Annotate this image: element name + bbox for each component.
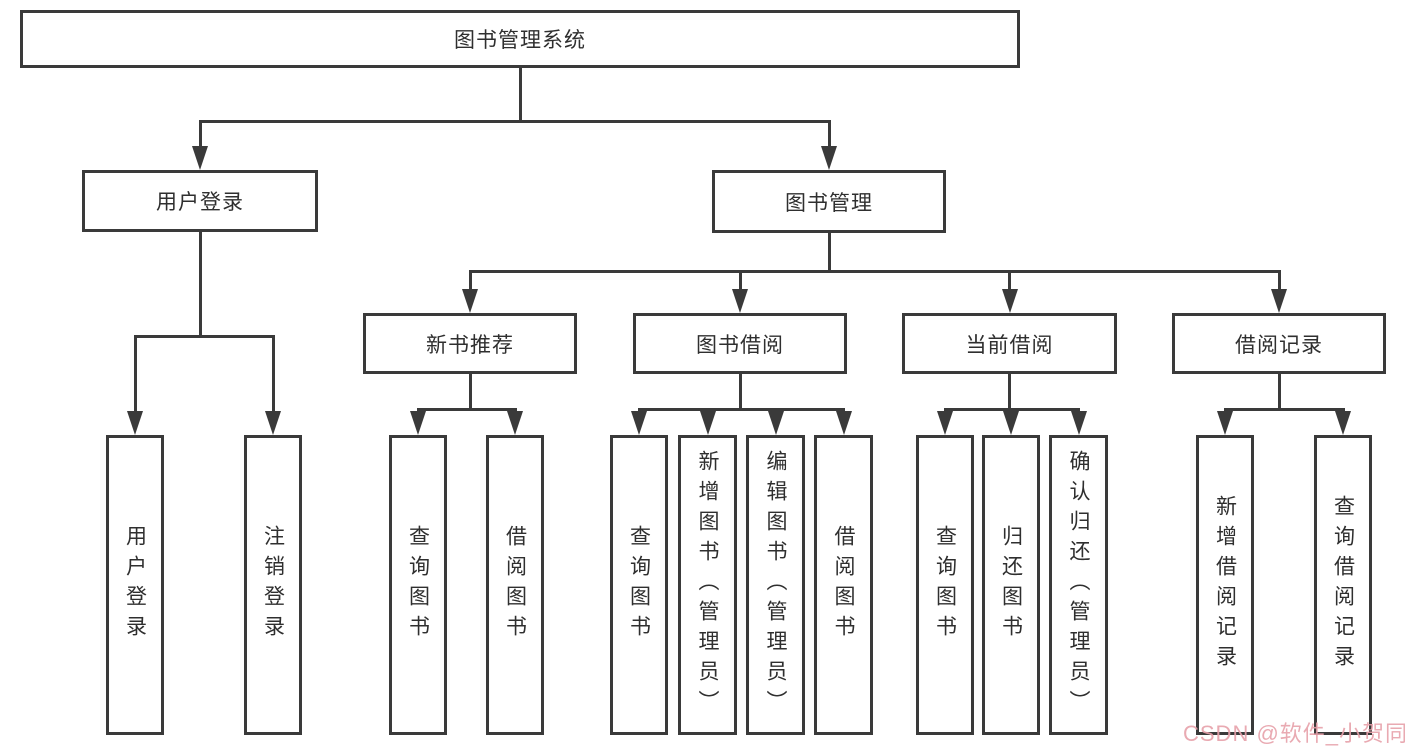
connector-line [133,335,137,415]
node-label: 查询图书 [627,525,651,645]
connector-line [1008,270,1011,293]
arrow-down-icon [1070,411,1087,435]
connector-line [198,120,202,150]
connector-line [468,374,472,408]
arrow-down-icon [462,289,478,313]
arrow-down-icon [835,411,852,435]
node-leaf-user-login: 用户登录 [106,435,164,735]
arrow-down-icon [732,289,748,313]
node-leaf-add-books-admin: 新增图书（管理员） [678,435,737,735]
connector-line [637,408,845,411]
node-label: 借阅记录 [1235,333,1323,357]
connector-line [738,374,742,408]
node-label: 查询图书 [406,525,430,645]
node-label: 新增图书（管理员） [696,450,719,720]
node-root: 图书管理系统 [20,10,1020,68]
connector-line [738,270,742,293]
node-leaf-logout: 注销登录 [244,435,302,735]
connector-line [198,120,831,123]
arrow-down-icon [767,411,784,435]
arrow-down-icon [1271,289,1287,313]
node-label: 图书管理 [785,191,873,215]
node-leaf-return-books: 归还图书 [982,435,1040,735]
node-label: 借阅图书 [832,525,855,645]
node-leaf-confirm-return-admin: 确认归还（管理员） [1049,435,1108,735]
node-label: 图书管理系统 [454,29,586,52]
arrow-down-icon [1217,411,1233,435]
node-leaf-borrow-books-2: 借阅图书 [814,435,873,735]
node-label: 确认归还（管理员） [1067,450,1090,720]
arrow-down-icon [1003,411,1019,435]
arrow-down-icon [699,411,716,435]
arrow-down-icon [127,411,143,435]
node-leaf-query-books-1: 查询图书 [389,435,447,735]
node-leaf-borrow-books-1: 借阅图书 [486,435,544,735]
node-leaf-edit-books-admin: 编辑图书（管理员） [746,435,805,735]
arrow-down-icon [631,411,647,435]
node-leaf-query-borrow-record: 查询借阅记录 [1314,435,1372,735]
node-label: 查询借阅记录 [1331,495,1355,675]
arrow-down-icon [821,146,837,170]
node-label: 用户登录 [156,191,244,214]
node-label: 查询图书 [933,525,957,645]
node-label: 归还图书 [999,525,1023,645]
connector-line [1277,374,1281,408]
connector-line [1008,374,1011,408]
node-label: 用户登录 [123,525,147,645]
arrow-down-icon [192,146,208,170]
arrow-down-icon [410,411,426,435]
connector-line [1277,270,1281,293]
connector-line [1223,408,1345,411]
node-borrowing-records: 借阅记录 [1172,313,1386,374]
node-label: 图书借阅 [696,333,784,357]
node-label: 新增借阅记录 [1213,495,1237,675]
node-leaf-query-books-2: 查询图书 [610,435,668,735]
watermark: CSDN @软件_小贺同学 [1183,721,1405,746]
connector-line [827,233,831,270]
node-leaf-add-borrow-record: 新增借阅记录 [1196,435,1254,735]
connector-line [518,68,522,120]
arrow-down-icon [507,411,523,435]
connector-line [468,270,1281,273]
connector-line [133,335,275,338]
arrow-down-icon [937,411,953,435]
node-user-login: 用户登录 [82,170,318,232]
node-new-book-recommend: 新书推荐 [363,313,577,374]
arrow-down-icon [265,411,281,435]
node-label: 编辑图书（管理员） [764,450,787,720]
connector-line [271,335,275,415]
arrow-down-icon [1001,289,1018,313]
node-book-borrowing: 图书借阅 [633,313,847,374]
connector-line [416,408,517,411]
node-label: 当前借阅 [965,333,1054,357]
node-leaf-query-books-3: 查询图书 [916,435,974,735]
connector-line [827,120,831,150]
node-book-management: 图书管理 [712,170,946,233]
arrow-down-icon [1335,411,1351,435]
node-label: 注销登录 [261,525,285,645]
connector-line [198,232,202,335]
connector-line [468,270,472,293]
node-current-borrowing: 当前借阅 [902,313,1117,374]
node-label: 新书推荐 [426,333,514,357]
node-label: 借阅图书 [503,525,527,645]
